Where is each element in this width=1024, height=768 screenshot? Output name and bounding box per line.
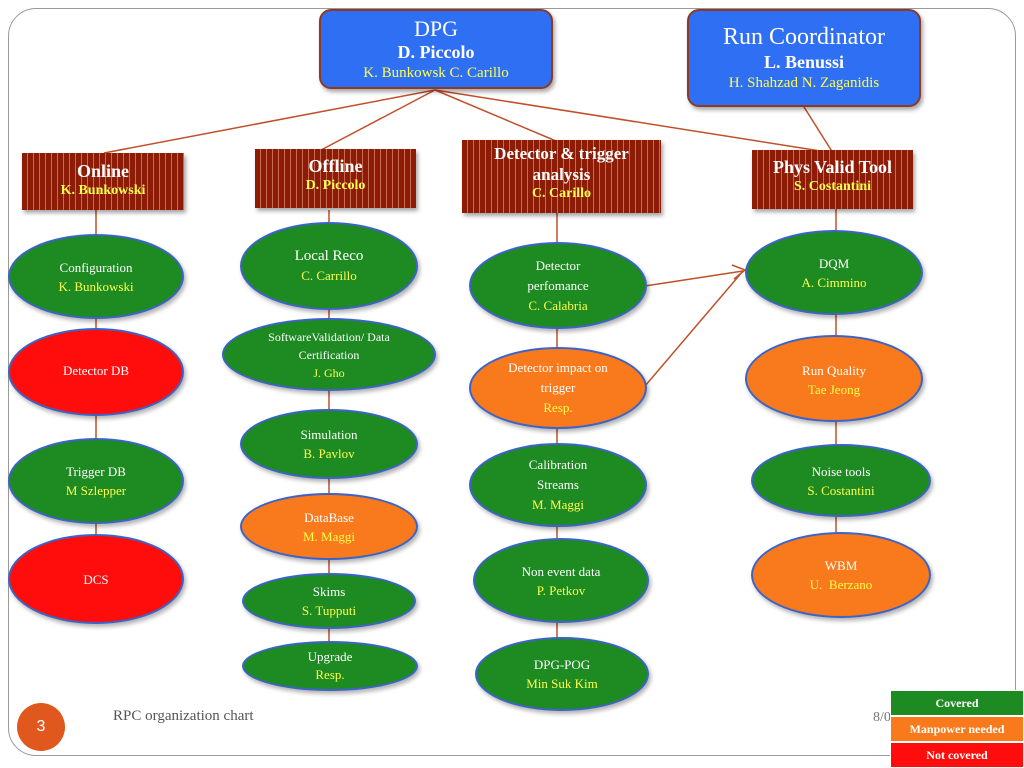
node-name: DCS — [83, 572, 109, 587]
legend-manpower-needed: Manpower needed — [890, 716, 1024, 742]
node-person: U. Berzano — [809, 577, 873, 592]
node-dpg-pog: DPG-POG Min Suk Kim — [475, 637, 649, 711]
node-name: Calibration Streams — [528, 457, 588, 492]
node-person: B. Pavlov — [303, 446, 355, 461]
dpg-box: DPG D. Piccolo K. Bunkowsk C. Carillo — [319, 9, 553, 89]
page-number-badge: 3 — [17, 703, 65, 751]
node-person: P. Petkov — [536, 582, 586, 598]
arrow-perf-dqm — [644, 270, 744, 287]
node-dqm: DQM A. Cimmino — [745, 230, 923, 315]
node-person: Min Suk Kim — [526, 676, 598, 691]
group-detector-trigger-lead: C. Carillo — [531, 186, 592, 201]
run-coordinator-title: Run Coordinator — [723, 24, 885, 50]
slide-frame — [8, 8, 1016, 756]
dpg-lead: D. Piccolo — [397, 42, 475, 62]
node-name: Detector DB — [62, 363, 130, 378]
node-name: Configuration — [59, 259, 133, 275]
group-online: Online K. Bunkowski — [22, 153, 184, 210]
run-coordinator-box: Run Coordinator L. Benussi H. Shahzad N.… — [687, 9, 921, 107]
node-person: C. Carrillo — [301, 268, 357, 283]
node-name: Local Reco — [294, 248, 364, 264]
link-dpg-online — [103, 89, 436, 154]
group-offline-lead: D. Piccolo — [305, 178, 366, 193]
node-configuration: Configuration K. Bunkowski — [8, 234, 184, 319]
node-person: J. Gho — [313, 365, 345, 380]
run-coordinator-members: H. Shahzad N. Zaganidis — [728, 75, 880, 91]
group-offline: Offline D. Piccolo — [255, 149, 416, 208]
node-name: SoftwareValidation/ Data Certification — [268, 329, 390, 362]
arrow-impact-dqm — [644, 270, 744, 387]
node-person: M. Maggi — [303, 528, 355, 544]
node-calibration-streams: Calibration Streams M. Maggi — [469, 443, 647, 527]
node-person: S. Costantini — [807, 482, 875, 498]
node-upgrade: Upgrade Resp. — [242, 641, 418, 691]
node-non-event-data: Non event data P. Petkov — [473, 538, 649, 623]
group-phys-valid: Phys Valid Tool S. Costantini — [752, 150, 913, 209]
dpg-title: DPG — [413, 16, 458, 41]
node-name: Upgrade — [307, 649, 353, 664]
node-detector-impact-trigger: Detector impact on trigger Resp. — [469, 347, 647, 429]
node-skims: Skims S. Tupputi — [242, 573, 416, 629]
node-simulation: Simulation B. Pavlov — [240, 409, 418, 479]
node-name: Detector impact on trigger — [508, 360, 608, 395]
link-runcoord-physvalid — [803, 106, 834, 154]
group-detector-trigger: Detector & trigger analysis C. Carillo — [462, 140, 661, 213]
node-person: Tae Jeong — [807, 382, 861, 397]
node-name: DataBase — [304, 509, 354, 525]
group-detector-trigger-title: Detector & trigger analysis — [494, 144, 629, 184]
dpg-members: K. Bunkowsk C. Carillo — [363, 65, 509, 81]
node-person: A. Cimmino — [801, 275, 867, 290]
node-name: WBM — [824, 558, 858, 573]
group-online-lead: K. Bunkowski — [60, 183, 146, 198]
node-person: Resp. — [543, 400, 573, 415]
group-phys-valid-lead: S. Costantini — [793, 179, 872, 194]
node-person: Resp. — [315, 667, 345, 682]
link-dpg-offline — [320, 89, 436, 151]
group-offline-title: Offline — [308, 156, 363, 176]
node-detector-db: Detector DB — [8, 328, 184, 416]
node-software-validation: SoftwareValidation/ Data Certification J… — [222, 318, 436, 391]
node-name: Run Quality — [802, 363, 866, 378]
group-phys-valid-title: Phys Valid Tool — [772, 157, 893, 177]
node-person: M. Maggi — [532, 497, 584, 512]
node-name: Detector perfomance — [527, 257, 589, 293]
node-run-quality: Run Quality Tae Jeong — [745, 335, 923, 422]
node-database: DataBase M. Maggi — [240, 493, 418, 560]
node-noise-tools: Noise tools S. Costantini — [751, 444, 931, 517]
footer-title: RPC organization chart — [113, 708, 254, 724]
run-coordinator-lead: L. Benussi — [763, 52, 845, 72]
legend-covered: Covered — [890, 690, 1024, 716]
node-name: DPG-POG — [533, 657, 591, 672]
node-name: Trigger DB — [66, 464, 126, 479]
node-name: Simulation — [300, 427, 358, 442]
legend-not-covered: Not covered — [890, 742, 1024, 768]
node-person: C. Calabria — [528, 297, 588, 313]
node-person: K. Bunkowski — [58, 278, 134, 294]
node-name: Non event data — [521, 563, 601, 579]
node-local-reco: Local Reco C. Carrillo — [240, 222, 418, 310]
node-wbm: WBM U. Berzano — [751, 532, 931, 618]
link-dpg-detector — [434, 89, 557, 142]
node-person: M Szlepper — [65, 483, 127, 498]
node-dcs: DCS — [8, 534, 184, 624]
link-dpg-physvalid — [434, 89, 834, 154]
node-name: Skims — [312, 584, 346, 599]
node-trigger-db: Trigger DB M Szlepper — [8, 438, 184, 524]
node-name: Noise tools — [811, 463, 871, 479]
node-person: S. Tupputi — [301, 603, 357, 618]
node-detector-performance: Detector perfomance C. Calabria — [469, 242, 647, 329]
group-online-title: Online — [76, 161, 129, 181]
node-name: DQM — [818, 256, 850, 271]
